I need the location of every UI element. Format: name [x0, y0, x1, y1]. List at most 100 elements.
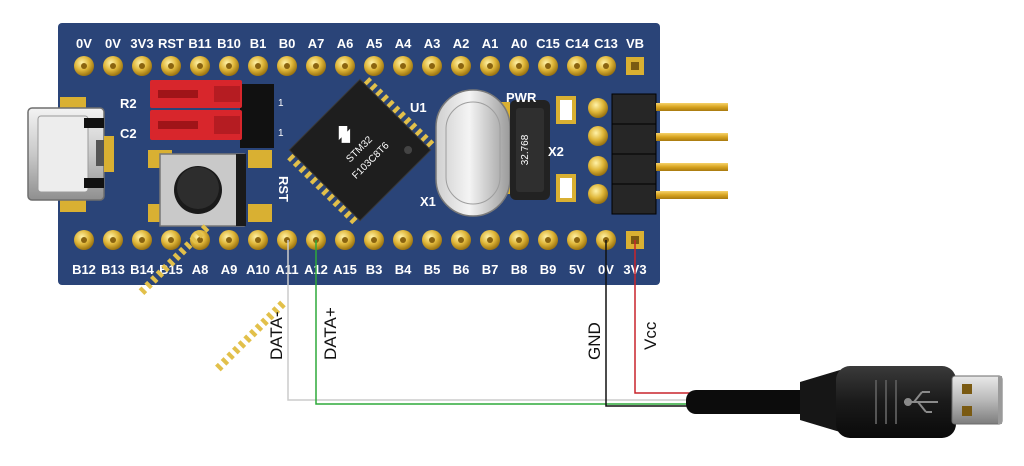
rst-label: RST: [276, 176, 291, 202]
top-pad-a6-hole: [342, 63, 348, 69]
chip-pin: [226, 351, 235, 361]
top-pad-vb-hole: [631, 62, 639, 70]
bottom-pad-b9-hole: [545, 237, 551, 243]
bottom-pin-label-14: B7: [482, 262, 499, 277]
top-pin-label-3: RST: [158, 36, 184, 51]
top-pad-a3-hole: [429, 63, 435, 69]
chip-pin: [161, 263, 170, 273]
chip-pin: [260, 317, 269, 327]
chip-pin: [338, 204, 347, 213]
bottom-pin-label-12: B5: [424, 262, 441, 277]
bottom-pin-label-7: A11: [275, 262, 298, 277]
chip-pin: [374, 88, 384, 97]
wire-vcc: [634, 240, 690, 394]
top-pad-a1-hole: [487, 63, 493, 69]
x2-marking: 32.768: [520, 134, 531, 165]
label-vcc: Vcc: [641, 321, 660, 350]
top-pad-c13-hole: [603, 63, 609, 69]
top-pin-label-2: 3V3: [130, 36, 153, 51]
crystal-x1: [435, 89, 511, 217]
chip-pin: [380, 94, 389, 103]
wire-gnd: [605, 240, 690, 407]
chip-pin: [155, 269, 165, 278]
chip-pin: [287, 153, 296, 163]
chip-pin: [200, 224, 210, 233]
r2-label: R2: [120, 96, 137, 111]
chip-pin: [403, 116, 412, 126]
bottom-pin-label-17: 5V: [569, 262, 585, 277]
swd-header: [588, 93, 728, 215]
chip-pin: [237, 340, 247, 349]
chip-pin: [172, 252, 182, 262]
bottom-pad-b12-hole: [81, 237, 87, 243]
bottom-pad-b3-hole: [371, 237, 377, 243]
u1-label: U1: [410, 100, 427, 115]
bottom-pin-label-0: B12: [72, 262, 96, 277]
chip-pin: [144, 280, 153, 290]
top-pin-label-18: C13: [594, 36, 618, 51]
bottom-pad-a11-hole: [284, 237, 290, 243]
chip-pin: [343, 210, 353, 219]
top-pad-0v-hole: [110, 63, 116, 69]
top-pin-label-13: A2: [453, 36, 470, 51]
top-pin-label-4: B11: [188, 36, 211, 51]
stm32-chip: STM32 F103C8T6: [138, 77, 435, 372]
chip-pin: [277, 300, 286, 310]
chip-pin: [326, 193, 336, 202]
bottom-pad-b5-hole: [429, 237, 435, 243]
usb-logo-icon: [904, 391, 938, 413]
label-data-plus: DATA+: [321, 307, 340, 360]
top-pin-label-1: 0V: [105, 36, 121, 51]
x2-label: X2: [548, 144, 564, 159]
top-pin-label-7: B0: [279, 36, 296, 51]
boot-jumpers: 1 1: [150, 80, 284, 148]
bottom-pin-label-16: B9: [540, 262, 557, 277]
chip-pin: [215, 362, 224, 372]
usb-plug: [686, 366, 1003, 438]
bottom-pin-label-6: A10: [246, 262, 270, 277]
bottom-pin-label-15: B8: [511, 262, 528, 277]
bottom-pin-label-5: A9: [221, 262, 238, 277]
chip-pin: [149, 275, 159, 284]
top-pad-rst-hole: [168, 63, 174, 69]
chip-pin: [408, 122, 418, 131]
top-pad-c15-hole: [545, 63, 551, 69]
pwr-label: PWR: [506, 90, 537, 105]
svg-text:1: 1: [278, 128, 284, 139]
bottom-pin-label-1: B13: [101, 262, 125, 277]
chip-pin: [425, 139, 435, 148]
top-pad-c14-hole: [574, 63, 580, 69]
top-pin-label-19: VB: [626, 36, 644, 51]
top-pin-label-5: B10: [217, 36, 241, 51]
bottom-pad-a15-hole: [342, 237, 348, 243]
chip-pin: [386, 99, 395, 109]
bottom-pad-b4-hole: [400, 237, 406, 243]
top-pad-a4-hole: [400, 63, 406, 69]
top-pad-b11-hole: [197, 63, 203, 69]
chip-pin: [397, 111, 406, 120]
chip-pin: [420, 133, 429, 143]
top-pin-label-6: B1: [250, 36, 267, 51]
top-pin-label-17: C14: [565, 36, 590, 51]
bottom-pad-b6-hole: [458, 237, 464, 243]
bottom-pad-a10-hole: [255, 237, 261, 243]
bottom-pin-header: [74, 230, 644, 250]
chip-pin: [292, 159, 302, 168]
bottom-pin-label-2: B14: [130, 262, 155, 277]
wire-data-plus: [315, 240, 690, 405]
chip-pin: [304, 170, 313, 179]
chip-pin: [391, 105, 401, 114]
top-pin-label-14: A1: [482, 36, 499, 51]
bottom-pad-5v-hole: [574, 237, 580, 243]
reset-button[interactable]: [148, 150, 272, 227]
top-pin-label-16: C15: [536, 36, 560, 51]
bottom-pad-b7-hole: [487, 237, 493, 243]
chip-pin: [298, 164, 307, 174]
top-pin-label-9: A6: [337, 36, 354, 51]
bottom-pad-b13-hole: [110, 237, 116, 243]
x1-label: X1: [420, 194, 436, 209]
top-pad-3v3-hole: [139, 63, 145, 69]
bottom-pin-label-4: A8: [192, 262, 209, 277]
top-pin-header: [74, 56, 644, 76]
